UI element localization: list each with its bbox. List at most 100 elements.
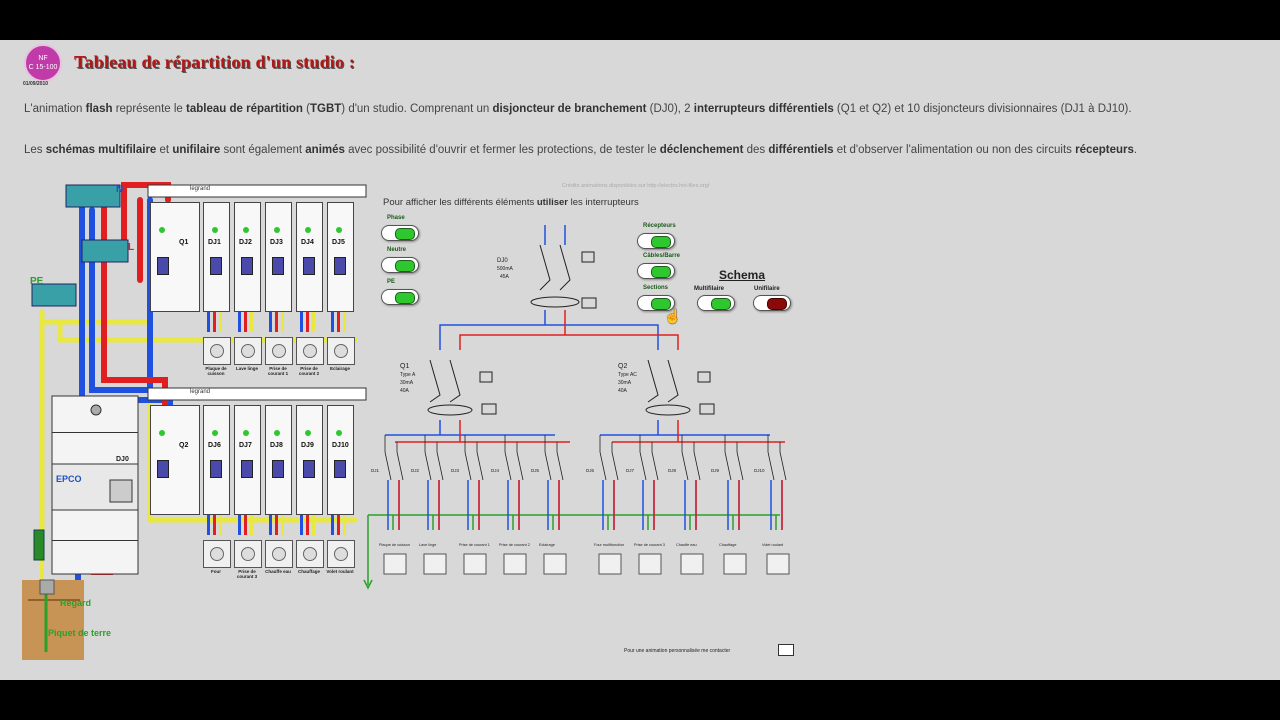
branch-breaker-label: DJ1 <box>371 468 379 473</box>
differential-switch[interactable]: Q1 <box>150 202 200 312</box>
breaker-handle[interactable] <box>157 460 169 478</box>
piquet-label: Piquet de terre <box>48 628 112 638</box>
breaker-module[interactable]: DJ9 <box>296 405 323 515</box>
toggle-phase[interactable] <box>381 225 419 241</box>
toggle-knob <box>711 298 731 310</box>
status-led <box>305 430 311 436</box>
receiver-device[interactable] <box>203 337 231 365</box>
breaker-module[interactable]: DJ3 <box>265 202 292 312</box>
earth-output-wire <box>219 515 222 535</box>
rail-brand: legrand <box>190 389 211 395</box>
branch-feed <box>639 435 653 452</box>
receiver-label: Prise de courant 3 <box>236 569 258 579</box>
status-led <box>336 227 342 233</box>
breaker-handle[interactable] <box>241 460 253 478</box>
earth-output-wire <box>250 515 253 535</box>
receiver-label: Plaque de cuisson <box>205 366 227 376</box>
receiver-device[interactable] <box>296 337 324 365</box>
q1-toroid <box>427 404 473 416</box>
rail-row-1 <box>147 184 367 198</box>
phase-output-wire <box>275 515 278 535</box>
status-led <box>274 227 280 233</box>
load-label: Prise de courant 3 <box>634 543 665 547</box>
contact-text: Pour une animation personnalisée me cont… <box>624 648 731 654</box>
q1-amps: 40A <box>400 388 410 394</box>
status-led <box>212 430 218 436</box>
toggle-rcepteurs[interactable] <box>637 233 675 249</box>
toggle-label-phase: Phase <box>387 215 405 221</box>
load-icon <box>723 553 747 575</box>
mail-icon[interactable] <box>778 644 794 656</box>
branch-feed <box>599 435 613 452</box>
receiver-device[interactable] <box>327 337 355 365</box>
credits-link[interactable]: Crédits animations disponibles sur http:… <box>562 183 710 189</box>
receiver-device[interactable] <box>265 540 293 568</box>
breaker-module[interactable]: DJ2 <box>234 202 261 312</box>
neutral-output-wire <box>238 312 241 332</box>
multifilaire-toggle[interactable] <box>697 295 735 311</box>
earth-output-wire <box>281 515 284 535</box>
breaker-handle[interactable] <box>241 257 253 275</box>
breaker-module[interactable]: DJ8 <box>265 405 292 515</box>
branch-feed <box>724 435 738 452</box>
breaker-handle[interactable] <box>210 257 222 275</box>
breaker-module[interactable]: DJ4 <box>296 202 323 312</box>
breaker-label: DJ6 <box>208 442 221 449</box>
neutral-output-wire <box>269 312 272 332</box>
breaker-module[interactable]: DJ10 <box>327 405 354 515</box>
breaker-handle[interactable] <box>303 460 315 478</box>
branch-breaker-label: DJ3 <box>451 468 459 473</box>
breaker-label: DJ5 <box>332 239 345 246</box>
receiver-device[interactable] <box>327 540 355 568</box>
earth-bus <box>367 514 780 585</box>
breaker-label: DJ9 <box>301 442 314 449</box>
receiver-socket-icon <box>241 344 255 358</box>
toggle-cblesbarre[interactable] <box>637 263 675 279</box>
neutral-output-wire <box>300 515 303 535</box>
neutral-output-wire <box>207 515 210 535</box>
toggle-neutre[interactable] <box>381 257 419 273</box>
receiver-socket-icon <box>210 547 224 561</box>
receiver-label: Volet roulant <box>326 569 354 574</box>
breaker-handle[interactable] <box>157 257 169 275</box>
branch-breaker-contacts <box>767 451 787 481</box>
instruction-text: Pour afficher les différents éléments ut… <box>383 197 639 208</box>
pe-label: PE <box>30 276 44 287</box>
toggle-sections[interactable] <box>637 295 675 311</box>
receiver-device[interactable] <box>234 540 262 568</box>
status-led <box>336 430 342 436</box>
differential-switch[interactable]: Q2 <box>150 405 200 515</box>
dj0-toroid <box>530 296 580 308</box>
receiver-device[interactable] <box>296 540 324 568</box>
breaker-module[interactable]: DJ5 <box>327 202 354 312</box>
breaker-handle[interactable] <box>272 257 284 275</box>
status-led <box>243 227 249 233</box>
receiver-socket-icon <box>334 344 348 358</box>
breaker-handle[interactable] <box>210 460 222 478</box>
toggle-pe[interactable] <box>381 289 419 305</box>
breaker-handle[interactable] <box>334 460 346 478</box>
branch-feed <box>544 435 558 452</box>
breaker-handle[interactable] <box>303 257 315 275</box>
unifilaire-toggle[interactable] <box>753 295 791 311</box>
breaker-module[interactable]: DJ7 <box>234 405 261 515</box>
breaker-module[interactable]: DJ6 <box>203 405 230 515</box>
breaker-handle[interactable] <box>272 460 284 478</box>
toggle-label-sections: Sections <box>643 285 669 291</box>
receiver-socket-icon <box>303 344 317 358</box>
toggle-label-cblesbarre: Câbles/Barre <box>643 253 681 259</box>
receiver-device[interactable] <box>265 337 293 365</box>
receiver-device[interactable] <box>234 337 262 365</box>
toggle-knob <box>651 236 671 248</box>
branch-feed <box>681 435 695 452</box>
q2-label: Q2 <box>618 363 627 370</box>
neutral-output-wire <box>207 312 210 332</box>
toggle-knob <box>651 266 671 278</box>
receiver-socket-icon <box>241 547 255 561</box>
breaker-module[interactable]: DJ1 <box>203 202 230 312</box>
receiver-device[interactable] <box>203 540 231 568</box>
dj0-panel-label: DJ0 <box>116 456 129 463</box>
breaker-handle[interactable] <box>334 257 346 275</box>
toggle-knob <box>651 298 671 310</box>
receiver-socket-icon <box>334 547 348 561</box>
